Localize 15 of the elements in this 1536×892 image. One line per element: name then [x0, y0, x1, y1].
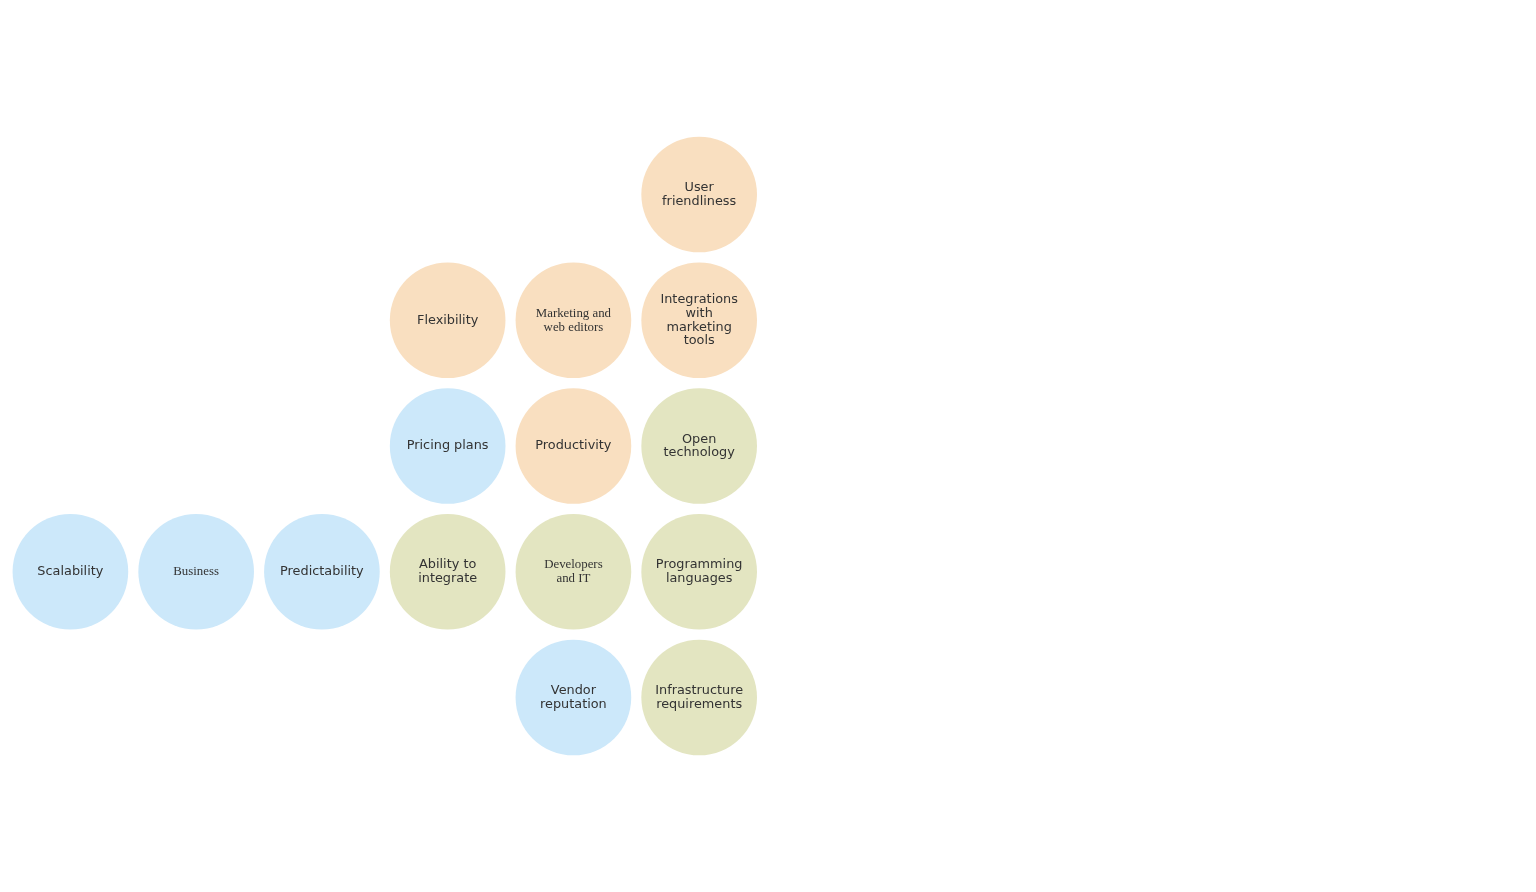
node-circle: Programming languages [641, 513, 757, 630]
node-circle: Infrastructure requirements [641, 639, 757, 756]
node-circle: Ability to integrate [389, 513, 506, 630]
node-circle: Predictability [264, 513, 380, 630]
node-circle: Open technology [641, 388, 757, 504]
node-circle: Flexibility [389, 262, 506, 379]
node-circle: Business [138, 513, 254, 630]
node-circle: Marketing and web editors [515, 262, 632, 379]
node-circle: Integrations with marketing tools [641, 262, 757, 379]
node-circle: Productivity [515, 388, 632, 504]
node-circle: Vendor reputation [515, 639, 632, 756]
node-circle: Scalability [12, 513, 129, 630]
node-circle: User friendliness [641, 136, 757, 253]
node-circle: Pricing plans [389, 388, 506, 504]
node-circle: Developers and IT [515, 513, 632, 630]
